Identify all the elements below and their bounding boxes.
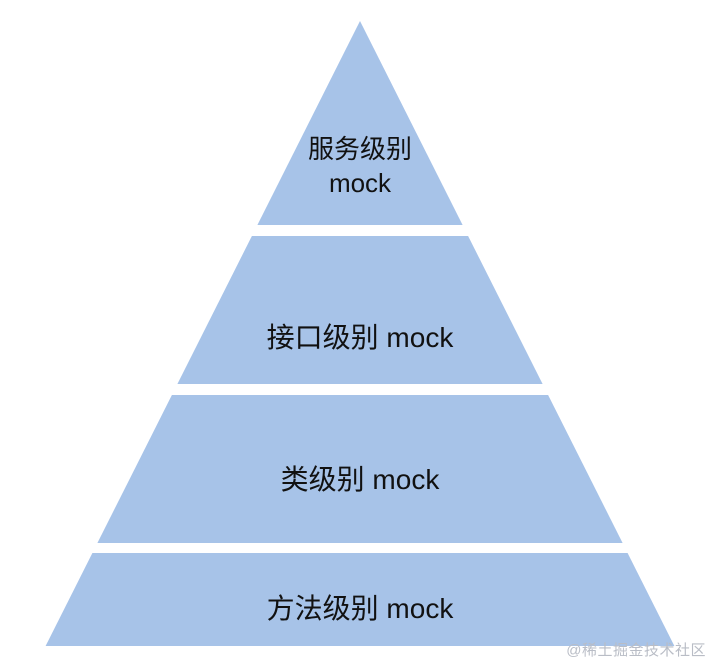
- pyramid-level-1-label-line-1: 服务级别: [308, 134, 412, 164]
- pyramid-level-1-label-line-2: mock: [329, 168, 392, 198]
- pyramid-level-2-shape: [177, 236, 543, 384]
- pyramid-level-2-label: 接口级别 mock: [267, 322, 455, 353]
- pyramid-level-1-shape: [257, 21, 463, 225]
- pyramid-level-4-label: 方法级别 mock: [267, 593, 455, 624]
- pyramid-level-3-label: 类级别 mock: [281, 464, 441, 495]
- pyramid-level-3-shape: [97, 395, 623, 543]
- pyramid-level-4-shape: [45, 553, 675, 646]
